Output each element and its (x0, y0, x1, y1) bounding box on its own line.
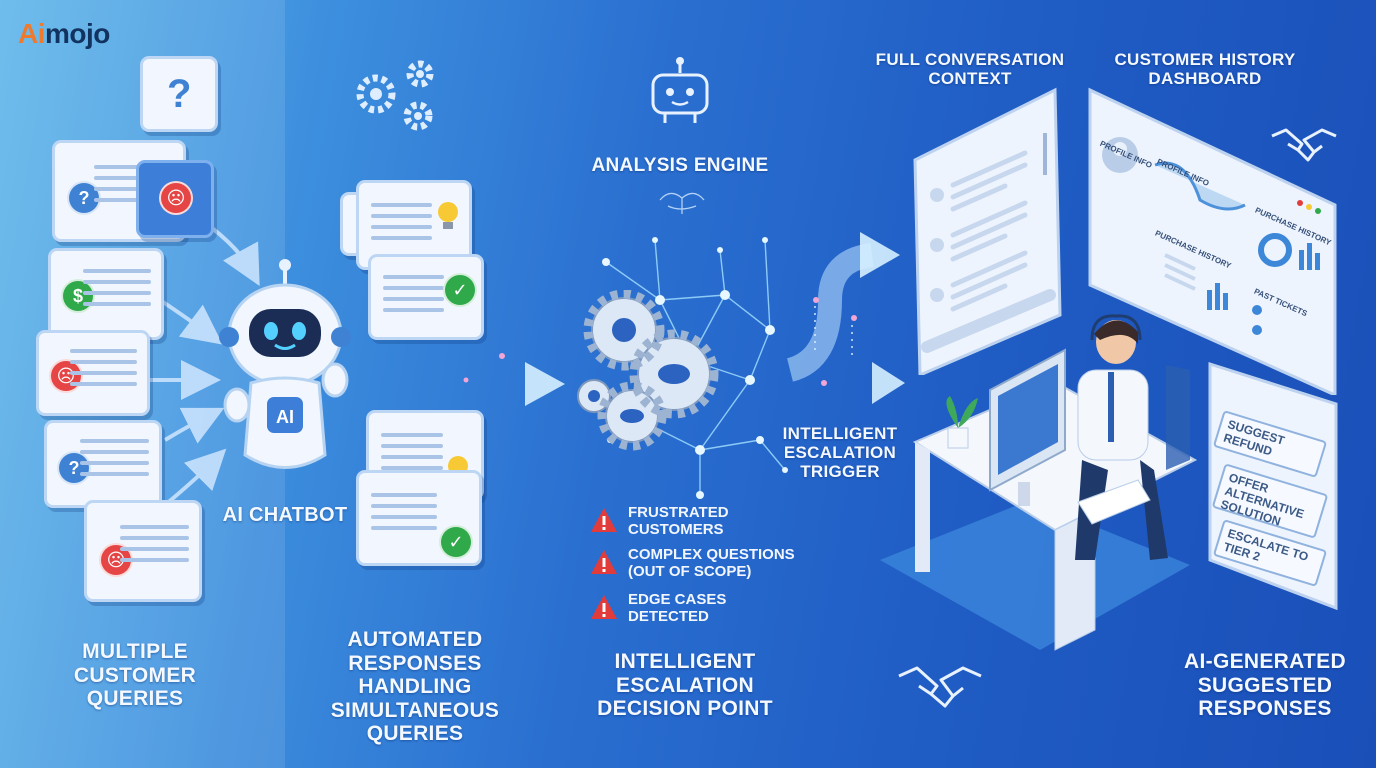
query-bubble: ☹ (136, 160, 214, 238)
warning-icon (591, 550, 617, 574)
chatbot-label: AI CHATBOT (222, 504, 348, 526)
query-bubble: ? (140, 56, 218, 132)
query-bubble: ☹ (84, 500, 202, 602)
svg-text:?: ? (167, 72, 191, 116)
warning-icon (591, 595, 617, 619)
check-icon: ✓ (439, 525, 473, 559)
conversation-panel (913, 87, 1062, 375)
response-bubble: ✓ (356, 470, 482, 566)
lightbulb-icon (438, 202, 458, 229)
handshake-icon (898, 666, 982, 708)
handshake-icon (1271, 128, 1337, 162)
query-bubble: ☹ (36, 330, 150, 416)
analysis-engine-label: ANALYSIS ENGINE (591, 155, 769, 176)
query-bubble: $ (48, 248, 164, 340)
warning-icon (591, 508, 617, 532)
check-icon: ✓ (443, 273, 477, 307)
question-icon: ? (57, 451, 91, 485)
angry-face-icon: ☹ (159, 181, 193, 215)
robot-head-icon (651, 57, 709, 123)
response-bubble: ✓ (368, 254, 484, 340)
question-icon: ? (167, 72, 191, 116)
query-bubble: ? (44, 420, 162, 508)
angry-face-icon: ☹ (49, 359, 83, 393)
ai-chatbot-robot: AI (219, 259, 351, 469)
gears-icon (356, 60, 434, 131)
ai-badge: AI (276, 407, 294, 427)
support-agent-desk (880, 314, 1198, 651)
brand-logo: Aimojo (18, 18, 110, 49)
customer-history-dashboard (1088, 87, 1337, 395)
gears-cluster-icon (577, 290, 719, 451)
dollar-icon: $ (61, 279, 95, 313)
